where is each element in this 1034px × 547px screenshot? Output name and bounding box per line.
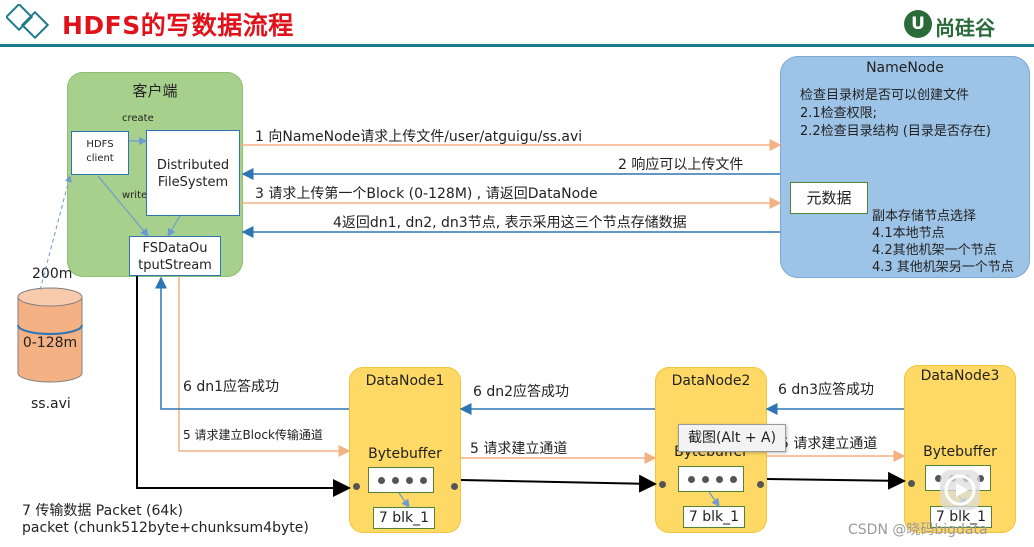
datanode1-buffer-label: Bytebuffer — [368, 446, 442, 462]
port-dot — [757, 481, 764, 488]
arrow-file-upload — [39, 175, 72, 291]
distributed-filesystem-box: Distributed FileSystem — [146, 130, 240, 216]
arrow-write — [97, 175, 149, 237]
port-dot — [908, 480, 915, 487]
arrow-buffer-blk-1 — [398, 492, 410, 508]
file-size-label: 200m — [32, 266, 73, 282]
step-5-dn2-label: 5 请求建立通道 — [780, 436, 878, 452]
arrow-buffer-blk-2 — [708, 491, 720, 507]
csdn-watermark: CSDN @晓码bigdata — [848, 522, 988, 538]
step-5-client-label: 5 请求建立Block传输通道 — [183, 428, 323, 442]
page-title: HDFS的写数据流程 — [62, 11, 294, 40]
file-block-label: 0-128m — [22, 335, 78, 351]
step-5-dn1-label: 5 请求建立通道 — [470, 441, 568, 457]
arrow-dfs-create — [167, 215, 181, 238]
namenode-replica-line-4: 4.3 其他机架另一个节点 — [872, 260, 1014, 275]
datanode2-title: DataNode2 — [671, 373, 751, 389]
step-6-dn1-label: 6 dn1应答成功 — [183, 379, 280, 395]
port-dot — [659, 481, 666, 488]
step-6-dn2-label: 6 dn2应答成功 — [473, 384, 570, 400]
step-2-label: 2 响应可以上传文件 — [618, 157, 744, 173]
namenode-check-line-2: 2.1检查权限; — [800, 106, 878, 121]
header-divider — [0, 44, 1034, 47]
step-6-dn3-label: 6 dn3应答成功 — [778, 382, 875, 398]
fsdataoutputstream-box: FSDataOu tputStream — [129, 236, 221, 276]
packet-dot — [730, 476, 737, 483]
client-title: 客户端 — [132, 82, 178, 100]
namenode-box — [780, 56, 1030, 278]
video-play-icon[interactable] — [940, 470, 980, 510]
write-label: write — [122, 190, 148, 201]
screenshot-tooltip: 截图(Alt + A) — [678, 424, 786, 452]
namenode-check-line-3: 2.2检查目录结构 (目录是否存在) — [800, 124, 991, 139]
logo-diamond-icon — [6, 4, 50, 42]
create-label: create — [122, 113, 154, 124]
hdfs-client-box: HDFS client — [71, 131, 129, 175]
step-7-label-line-1: 7 传输数据 Packet (64k) — [22, 503, 183, 519]
packet-dot — [716, 476, 723, 483]
arrow-step-6-dn1 — [155, 276, 349, 410]
packet-dot — [977, 475, 984, 482]
datanode3-title: DataNode3 — [920, 368, 1000, 384]
packet-dot — [935, 475, 942, 482]
packet-dot — [392, 477, 399, 484]
namenode-replica-line-2: 4.1本地节点 — [872, 226, 945, 241]
namenode-check-line-1: 检查目录树是否可以创建文件 — [800, 88, 970, 103]
file-cylinder-icon — [17, 287, 83, 383]
arrow-dn1-dn2-packet — [460, 474, 657, 493]
datanode3-buffer-label: Bytebuffer — [923, 444, 997, 460]
packet-dot — [702, 476, 709, 483]
datanode1-title: DataNode1 — [365, 373, 445, 389]
arrow-step-5-client — [178, 276, 351, 457]
packet-dot — [688, 476, 695, 483]
namenode-title: NameNode — [866, 60, 944, 76]
datanode2-block: 7 blk_1 — [683, 506, 745, 528]
port-dot — [451, 483, 458, 490]
namenode-replica-line-1: 副本存储节点选择 — [872, 209, 977, 224]
file-name-label: ss.avi — [31, 396, 71, 412]
brand-name: 尚硅谷 — [935, 16, 995, 40]
arrow-step-7-packet — [136, 276, 351, 497]
brand-logo-icon: U — [904, 10, 932, 38]
port-dot — [353, 483, 360, 490]
packet-dot — [420, 477, 427, 484]
namenode-replica-line-3: 4.2其他机架一个节点 — [872, 243, 997, 258]
metadata-box: 元数据 — [790, 182, 868, 214]
packet-dot — [406, 477, 413, 484]
step-1-label: 1 向NameNode请求上传文件/user/atguigu/ss.avi — [255, 129, 583, 145]
step-4-label: 4返回dn1, dn2, dn3节点, 表示采用这三个节点存储数据 — [333, 215, 687, 231]
arrow-dn2-dn3-packet — [766, 471, 906, 490]
datanode3-block: 7 blk_1 — [930, 506, 992, 528]
step-3-label: 3 请求上传第一个Block (0-128M) , 请返回DataNode — [255, 186, 598, 202]
step-7-label-line-2: packet (chunk512byte+chunksum4byte) — [22, 520, 309, 536]
packet-dot — [378, 477, 385, 484]
